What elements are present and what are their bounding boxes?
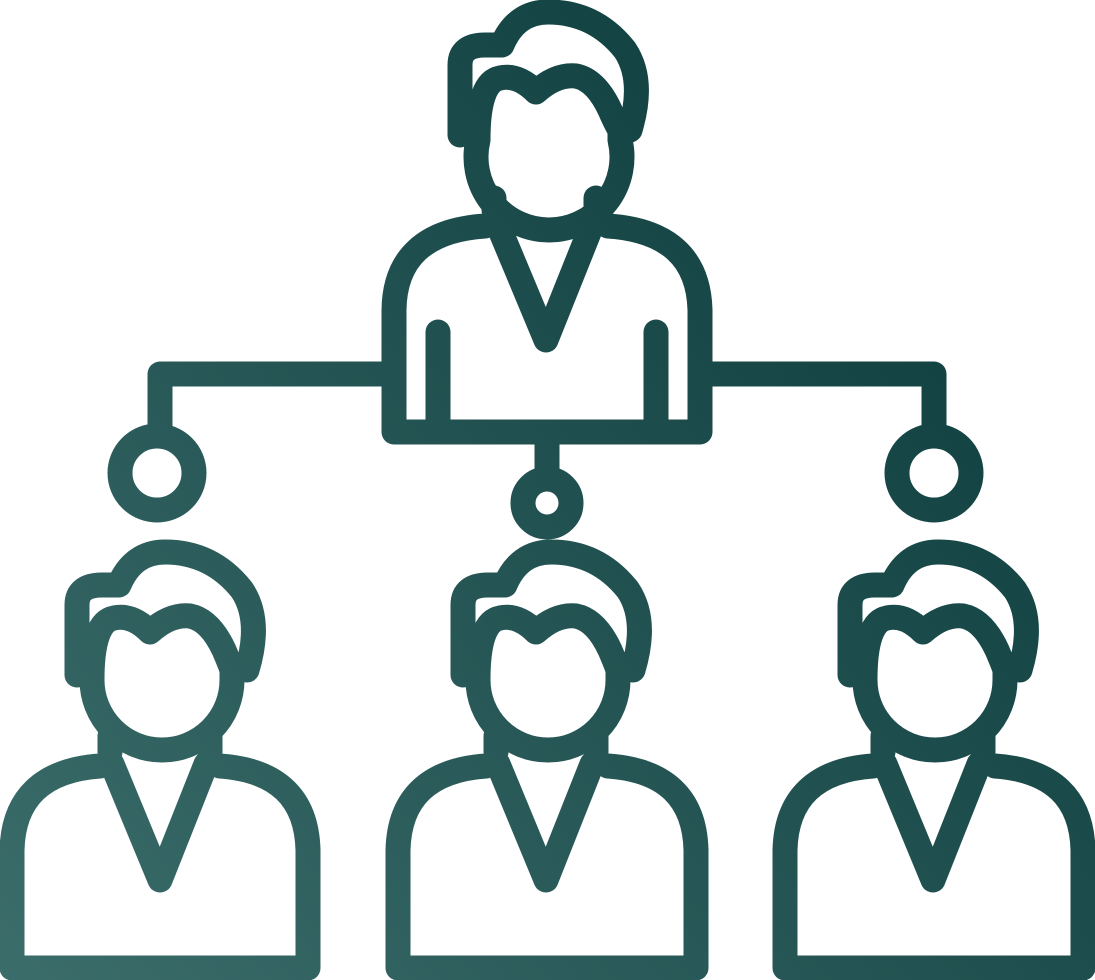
connector-node-left — [107, 423, 207, 523]
connector-node-center — [510, 466, 584, 540]
member-person-left-icon — [0, 539, 321, 980]
leader-hair — [447, 0, 649, 148]
connector-node-right — [884, 423, 984, 523]
member-person-right-icon — [772, 539, 1095, 980]
leader-body — [381, 213, 713, 445]
leader-person-icon — [381, 0, 713, 445]
connector-left — [147, 361, 395, 443]
connector-right — [699, 361, 947, 443]
leader-collar — [485, 212, 605, 353]
member-person-center-icon — [385, 539, 709, 980]
leader-face — [463, 63, 635, 243]
hierarchy-connectors — [107, 361, 984, 540]
